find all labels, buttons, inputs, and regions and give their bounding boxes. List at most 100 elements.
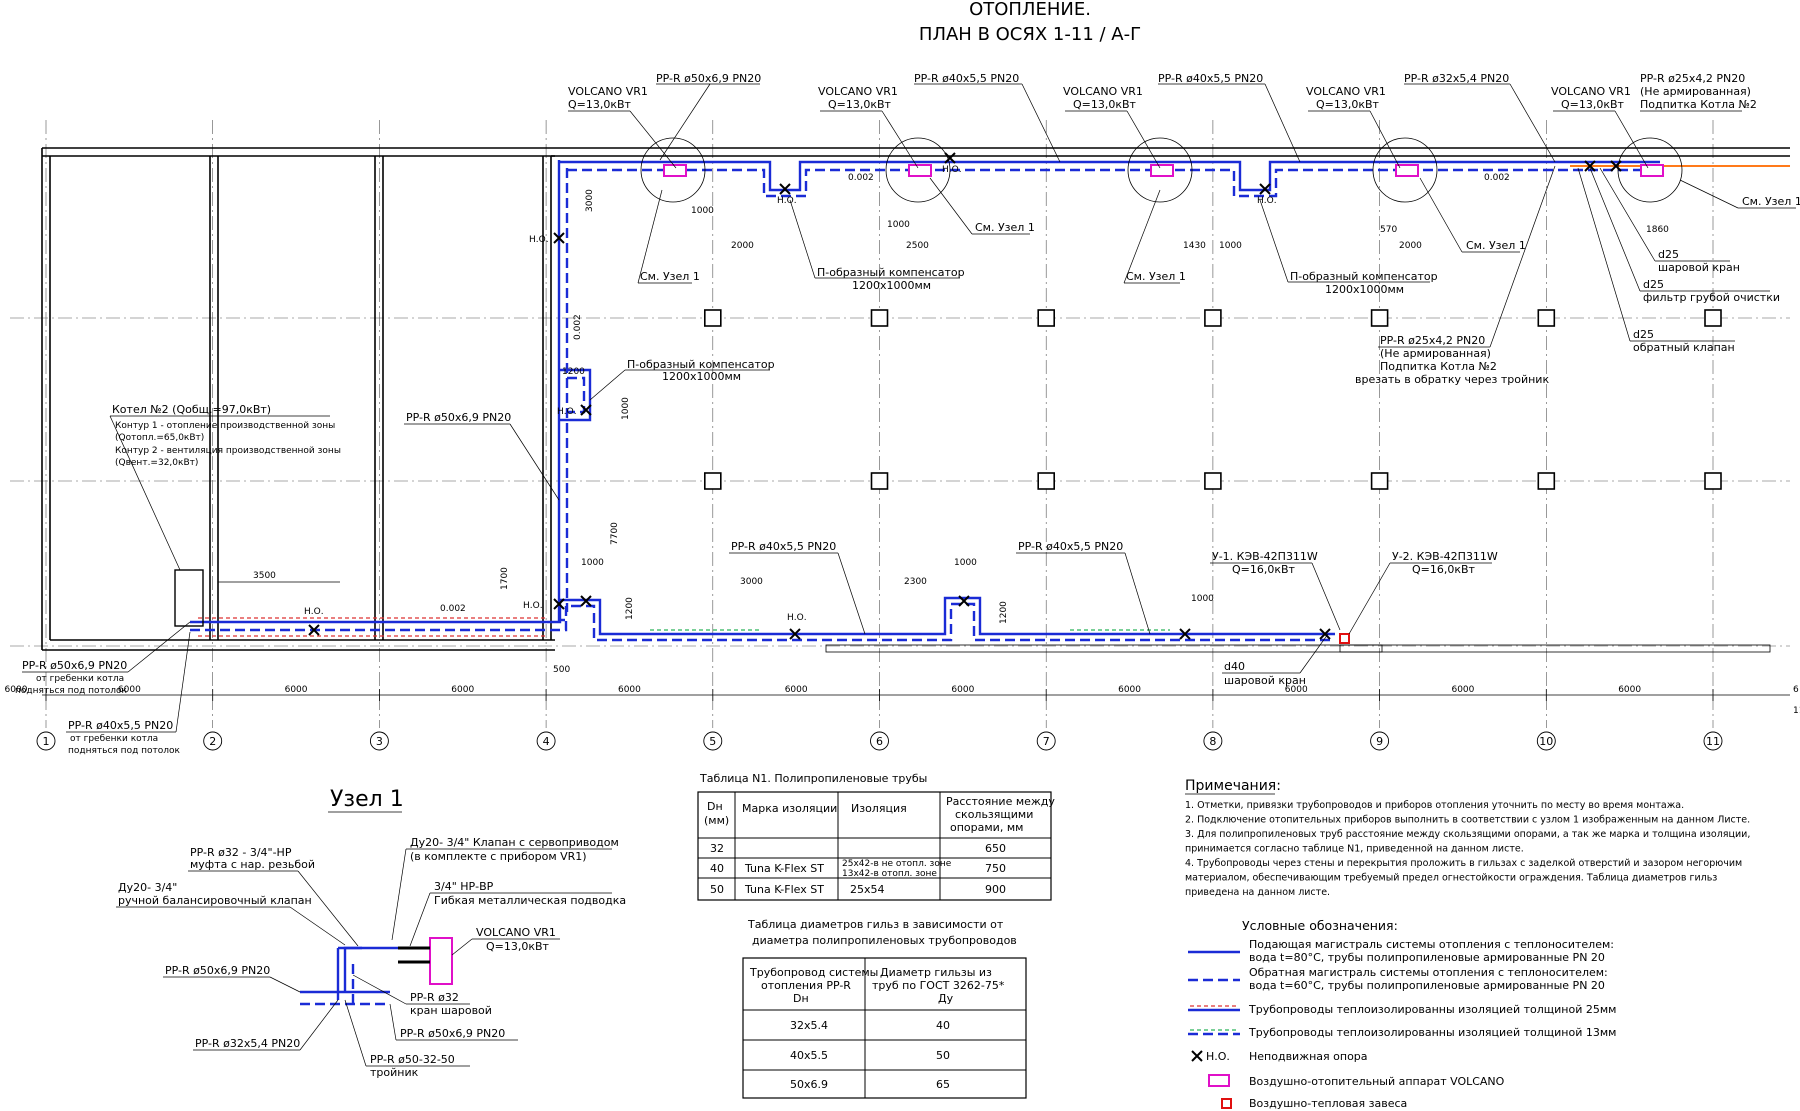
note-line: 3. Для полипропиленовых труб расстояние … [1185, 829, 1750, 840]
bottom-labels: PP-R ø40x5,5 PN20 PP-R ø40x5,5 PN20 У-1.… [729, 540, 1498, 687]
svg-text:опорами, мм: опорами, мм [950, 821, 1023, 834]
svg-text:(мм): (мм) [704, 814, 729, 827]
label-feed-top: Подпитка Котла №2 [1640, 98, 1757, 111]
axis-bubble-8 [1203, 731, 1223, 751]
svg-text:тройник: тройник [370, 1066, 419, 1079]
dim-span: 6000 [451, 685, 474, 695]
axis-bubble-5 [703, 731, 723, 751]
label-q-2: Q=13,0кВт [828, 98, 892, 111]
fixed-supports: Н.О.Н.О.Н.О.Н.О.Н.О.Н.О.Н.О.Н.О. [304, 152, 1622, 640]
svg-text:вода t=80°С, трубы полипропил: вода t=80°С, трубы полипропиленовые арми… [1249, 951, 1605, 964]
label-pipe40-top2: PP-R ø40x5,5 PN20 [1158, 72, 1263, 85]
column [1204, 472, 1222, 490]
column [1537, 472, 1556, 490]
column [1370, 309, 1389, 327]
svg-text:750: 750 [985, 862, 1006, 875]
fixed-support-icon [580, 595, 592, 607]
svg-text:900: 900 [985, 883, 1006, 896]
svg-text:3000: 3000 [585, 189, 595, 212]
svg-text:0.002: 0.002 [440, 604, 466, 614]
svg-text:Ду20- 3/4": Ду20- 3/4" [118, 881, 177, 894]
svg-text:1000: 1000 [887, 220, 910, 230]
svg-text:Таблица диаметров гильз в зави: Таблица диаметров гильз в зависимости от [747, 918, 1004, 931]
fixed-support-icon [553, 598, 565, 610]
label-q-4: Q=13,0кВт [1316, 98, 1380, 111]
svg-text:Трубопровод системы: Трубопровод системы [749, 966, 878, 979]
svg-text:Диаметр гильзы из: Диаметр гильзы из [880, 966, 992, 979]
label-q-5: Q=13,0кВт [1561, 98, 1625, 111]
axis-label-4: 4 [543, 735, 550, 748]
svg-text:диаметра полипропиленовых труб: диаметра полипропиленовых трубопроводов [752, 934, 1017, 947]
svg-text:1200: 1200 [562, 367, 585, 377]
axis-label-7: 7 [1043, 735, 1050, 748]
compensator-labels: П-образный компенсатор 1200х1000мм П-обр… [589, 199, 1438, 401]
svg-text:Dн: Dн [793, 992, 809, 1005]
dim-edge-right2: 11 [1793, 706, 1800, 716]
axis-label-6: 6 [876, 735, 883, 748]
fixed-support-label: Н.О. [529, 235, 549, 245]
svg-text:У-2. КЭВ-42П311W: У-2. КЭВ-42П311W [1392, 550, 1498, 563]
label-volcano-1: VOLCANO VR1 [568, 85, 648, 98]
svg-text:вода t=60°С, трубы полипропил: вода t=60°С, трубы полипропиленовые арми… [1249, 979, 1605, 992]
axis-bubble-3 [369, 731, 389, 751]
column [1704, 309, 1722, 327]
svg-text:PP-R ø50x6,9 PN20: PP-R ø50x6,9 PN20 [400, 1027, 505, 1040]
svg-text:от гребенки котла: от гребенки котла [70, 734, 158, 744]
svg-text:(в комплекте с прибором VR1): (в комплекте с прибором VR1) [410, 850, 587, 863]
dim-span: 6000 [5, 685, 28, 695]
column [1537, 309, 1556, 327]
svg-text:Обратная магистраль системы от: Обратная магистраль системы отопления с … [1249, 966, 1608, 979]
svg-text:25х42-в не отопл. зоне: 25х42-в не отопл. зоне [842, 859, 952, 869]
svg-text:врезать в обратку через тройни: врезать в обратку через тройник [1355, 373, 1549, 386]
column [703, 472, 722, 490]
svg-text:PP-R ø40x5,5 PN20: PP-R ø40x5,5 PN20 [68, 719, 173, 732]
svg-text:Подпитка Котла №2: Подпитка Котла №2 [1380, 360, 1497, 373]
dim-span: 6000 [118, 685, 141, 695]
feed-labels: PP-R ø25x4,2 PN20 (Не армированная) Подп… [1355, 165, 1780, 386]
title-line2: ПЛАН В ОСЯХ 1-11 / А-Г [919, 24, 1141, 45]
svg-text:отопления PP-R: отопления PP-R [761, 979, 851, 992]
building-walls [41, 147, 1790, 653]
notes-title: Примечания: [1185, 778, 1281, 794]
axis-bubble-4 [536, 731, 556, 751]
svg-text:Воздушно-отопительный аппарат: Воздушно-отопительный аппарат VOLCANO [1249, 1075, 1505, 1088]
svg-text:VOLCANO VR1: VOLCANO VR1 [476, 926, 556, 939]
fixed-support-icon [1584, 160, 1596, 172]
svg-text:шаровой кран: шаровой кран [1658, 261, 1740, 274]
svg-text:скользящими: скользящими [955, 808, 1033, 821]
svg-text:См. Узел 1: См. Узел 1 [1126, 270, 1186, 283]
boiler-labels: Котел №2 (Qобщ.=97,0кВт) Контур 1 - отоп… [15, 403, 560, 756]
svg-text:Контур 1 - отопление производс: Контур 1 - отопление производственной зо… [115, 421, 335, 431]
svg-text:1000: 1000 [1219, 241, 1242, 251]
fixed-support-label: Н.О. [1257, 196, 1277, 206]
svg-text:2500: 2500 [906, 241, 929, 251]
column [870, 309, 889, 327]
svg-text:32х5.4: 32х5.4 [790, 1019, 828, 1032]
column [703, 309, 722, 327]
svg-text:фильтр грубой очистки: фильтр грубой очистки [1643, 291, 1780, 304]
dim-span: 6000 [285, 685, 308, 695]
volcano-heaters [640, 137, 1683, 203]
svg-text:У-1. КЭВ-42П311W: У-1. КЭВ-42П311W [1212, 550, 1318, 563]
svg-text:Tuna K-Flex ST: Tuna K-Flex ST [744, 862, 824, 875]
label-q-3: Q=13,0кВт [1073, 98, 1137, 111]
svg-text:Гибкая металлическая подводка: Гибкая металлическая подводка [434, 894, 626, 907]
note-line: принимается согласно таблице N1, приведе… [1185, 844, 1524, 855]
fixed-support-icon [958, 595, 970, 607]
dim-span: 6000 [951, 685, 974, 695]
label-pipe50-top: PP-R ø50x6,9 PN20 [656, 72, 761, 85]
svg-text:1000: 1000 [954, 558, 977, 568]
node-circle [885, 137, 951, 203]
svg-text:кран шаровой: кран шаровой [410, 1004, 492, 1017]
svg-text:1200: 1200 [999, 601, 1009, 624]
svg-text:Ду: Ду [938, 992, 954, 1005]
label-volcano-4: VOLCANO VR1 [1306, 85, 1386, 98]
note-line: материалом, обеспечивающим требуемый пре… [1185, 873, 1717, 884]
svg-text:1700: 1700 [500, 567, 510, 590]
note-line: 2. Подключение отопительных приборов вып… [1185, 815, 1750, 826]
svg-text:Q=13,0кВт: Q=13,0кВт [486, 940, 550, 953]
svg-text:PP-R ø50x6,9 PN20: PP-R ø50x6,9 PN20 [22, 659, 127, 672]
svg-text:Изоляция: Изоляция [851, 802, 907, 815]
